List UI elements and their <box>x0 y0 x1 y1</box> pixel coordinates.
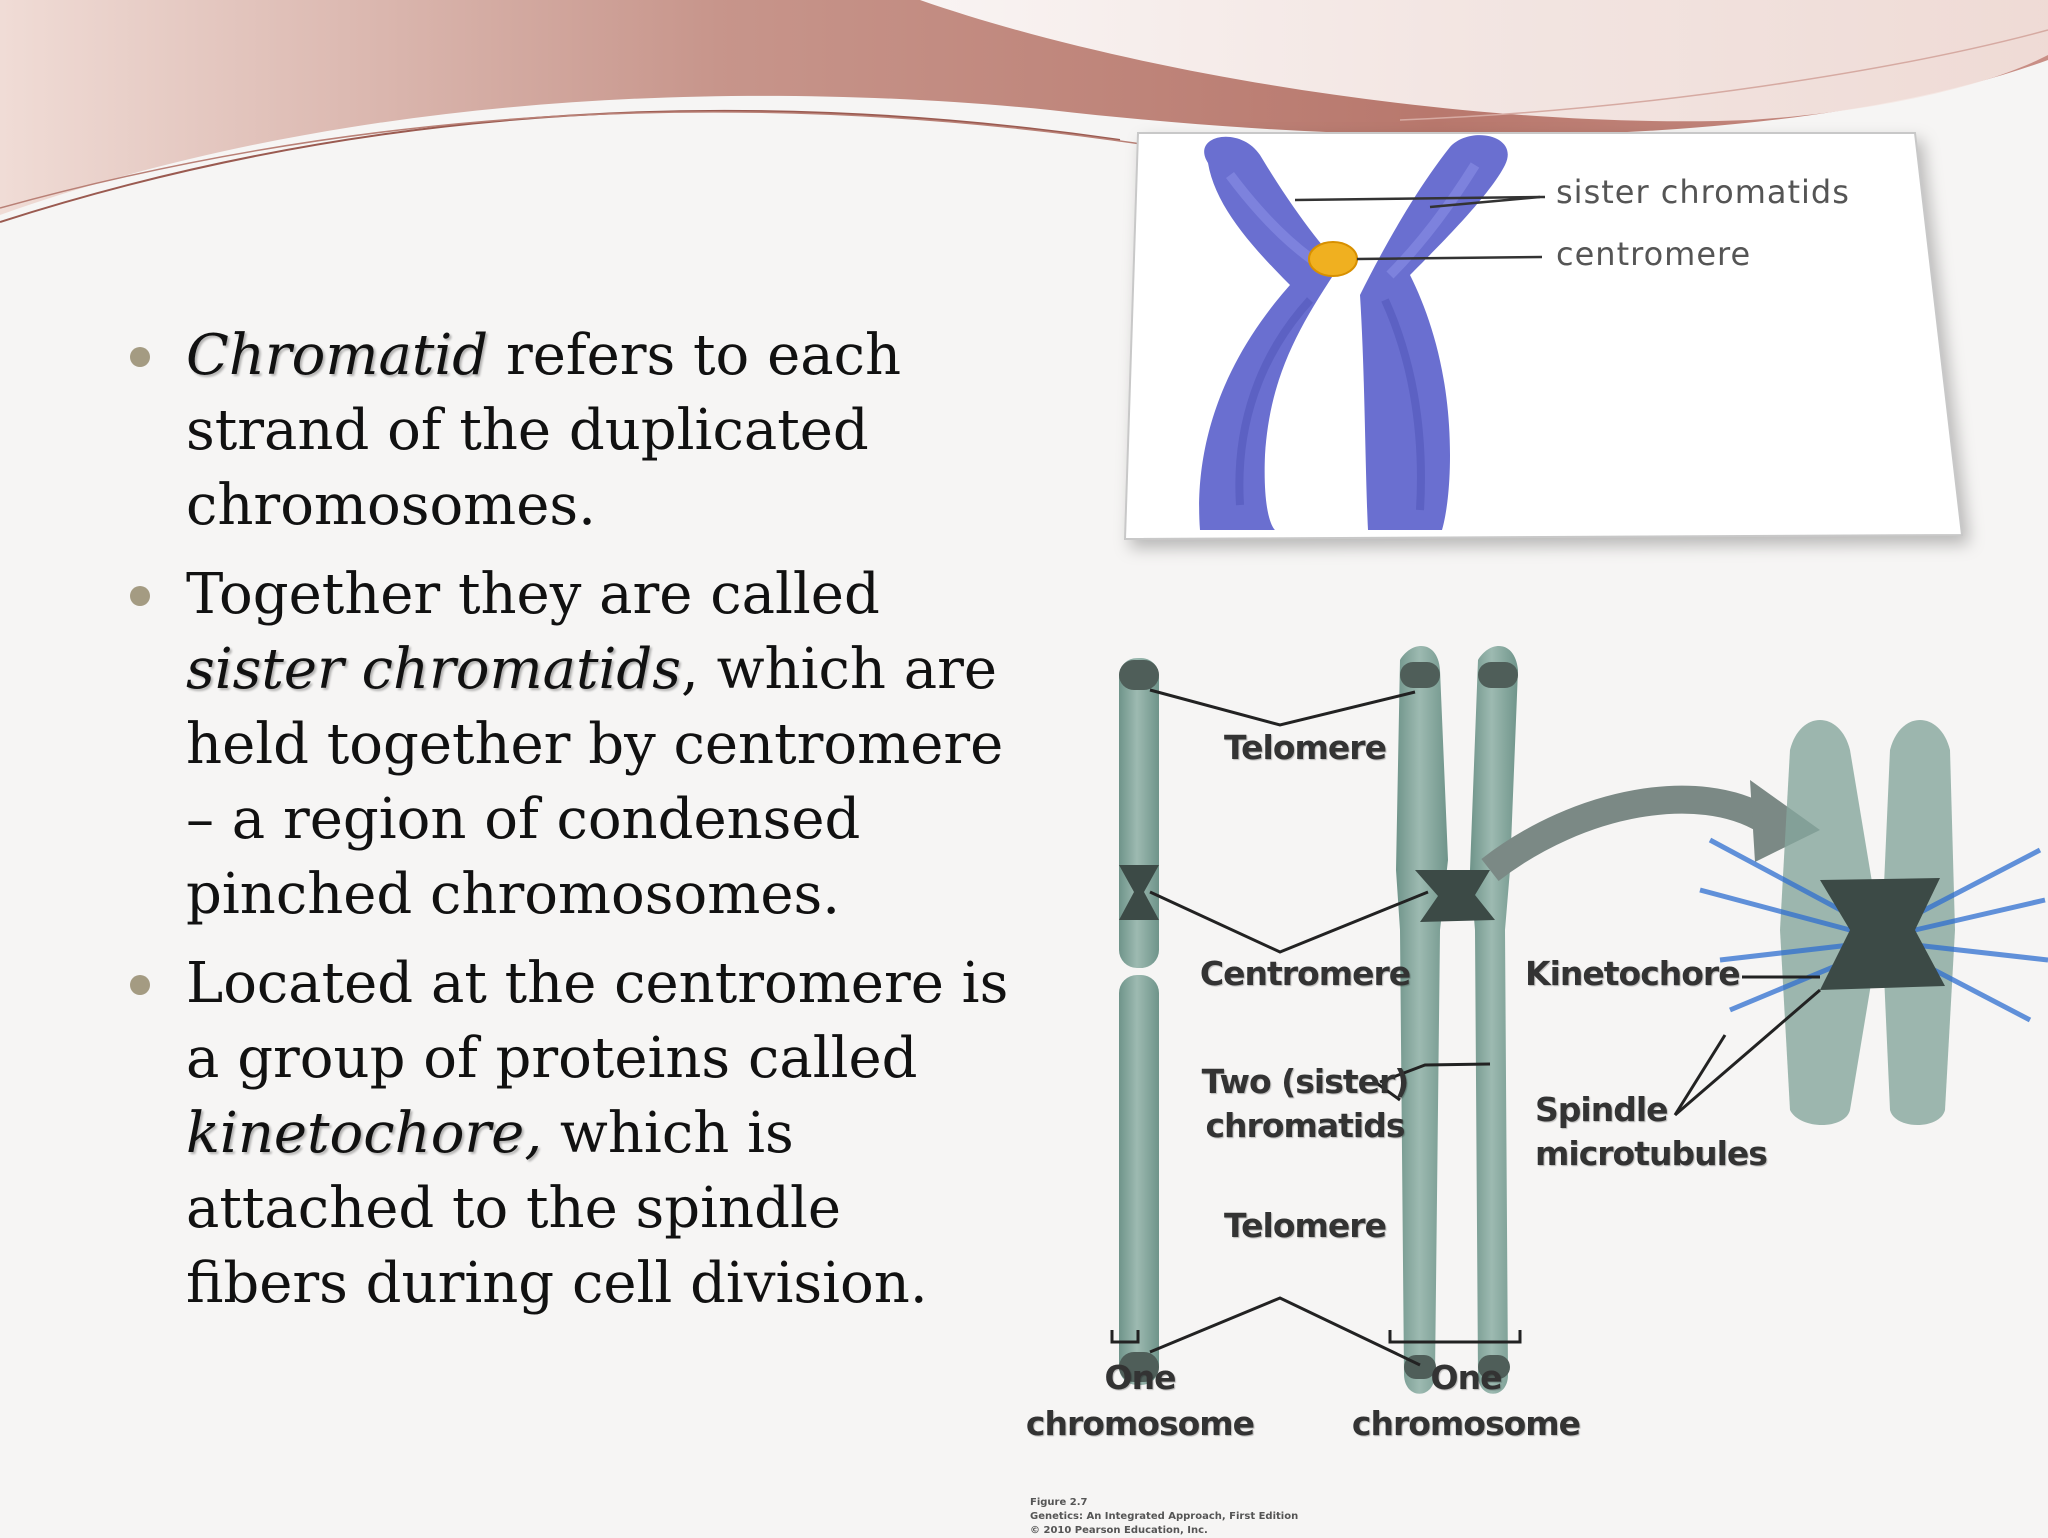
label-one-chromosome-right-1: One <box>1430 1358 1503 1397</box>
figure-caption-line: Genetics: An Integrated Approach, First … <box>1030 1511 1299 1522</box>
bullet-item: Chromatid refers to each strand of the d… <box>130 318 1010 543</box>
bullet-dot-icon <box>130 347 150 367</box>
chromosome-drawing <box>1199 135 1508 530</box>
header-wave-decoration <box>0 0 2048 223</box>
label-one-chromosome-left-1: One <box>1104 1358 1177 1397</box>
bullet-text: which is attached to the spindle fibers … <box>186 1101 928 1316</box>
label-telomere-bottom: Telomere <box>1224 1206 1387 1245</box>
label-two-sister-chromatids-1: Two (sister) <box>1201 1062 1410 1101</box>
figure-caption: Figure 2.7 Genetics: An Integrated Appro… <box>1030 1496 1330 1538</box>
bullet-text: Located at the centromere is a group of … <box>186 951 1009 1091</box>
bullet-text: , which are held together by centromere … <box>186 637 1004 927</box>
label-centromere-zoom: Centromere <box>1199 954 1411 993</box>
label-two-sister-chromatids-2: chromatids <box>1205 1106 1405 1145</box>
single-chromosome <box>1119 658 1159 1385</box>
term-sister-chromatids: sister chromatids <box>186 637 682 702</box>
label-sister-chromatids: sister chromatids <box>1556 173 1850 211</box>
bullet-list: Chromatid refers to each strand of the d… <box>130 318 1010 1335</box>
label-one-chromosome-right-2: chromosome <box>1351 1404 1581 1443</box>
term-kinetochore: kinetochore, <box>186 1101 543 1166</box>
label-telomere-top: Telomere <box>1224 728 1387 767</box>
bullet-dot-icon <box>130 586 150 606</box>
label-one-chromosome-left-2: chromosome <box>1025 1404 1255 1443</box>
label-spindle-2: microtubules <box>1535 1134 1768 1173</box>
bullet-dot-icon <box>130 975 150 995</box>
figure-caption-line: © 2010 Pearson Education, Inc. <box>1030 1525 1208 1536</box>
chromosome-structure-drawing <box>1110 646 2048 1394</box>
figure-card-background <box>1123 132 1964 541</box>
centromere-mark <box>1308 241 1358 277</box>
chromosome-structure-figure: Telomere Centromere Two (sister) chromat… <box>1020 630 2048 1536</box>
bullet-item: Located at the centromere is a group of … <box>130 946 1010 1321</box>
sister-chromatids-figure: sister chromatids centromere <box>1120 125 1982 575</box>
label-spindle-1: Spindle <box>1535 1090 1669 1129</box>
label-kinetochore: Kinetochore <box>1525 954 1741 993</box>
label-centromere: centromere <box>1556 235 1752 273</box>
figure-caption-line: Figure 2.7 <box>1030 1497 1088 1508</box>
bullet-text: refers to each strand of the duplicated … <box>186 323 902 538</box>
bullet-item: Together they are called sister chromati… <box>130 557 1010 932</box>
bullet-text: Together they are called <box>186 562 880 627</box>
term-chromatid: Chromatid <box>186 323 489 388</box>
duplicated-chromosome <box>1396 646 1518 1394</box>
zoomed-centromere <box>1699 720 2048 1125</box>
